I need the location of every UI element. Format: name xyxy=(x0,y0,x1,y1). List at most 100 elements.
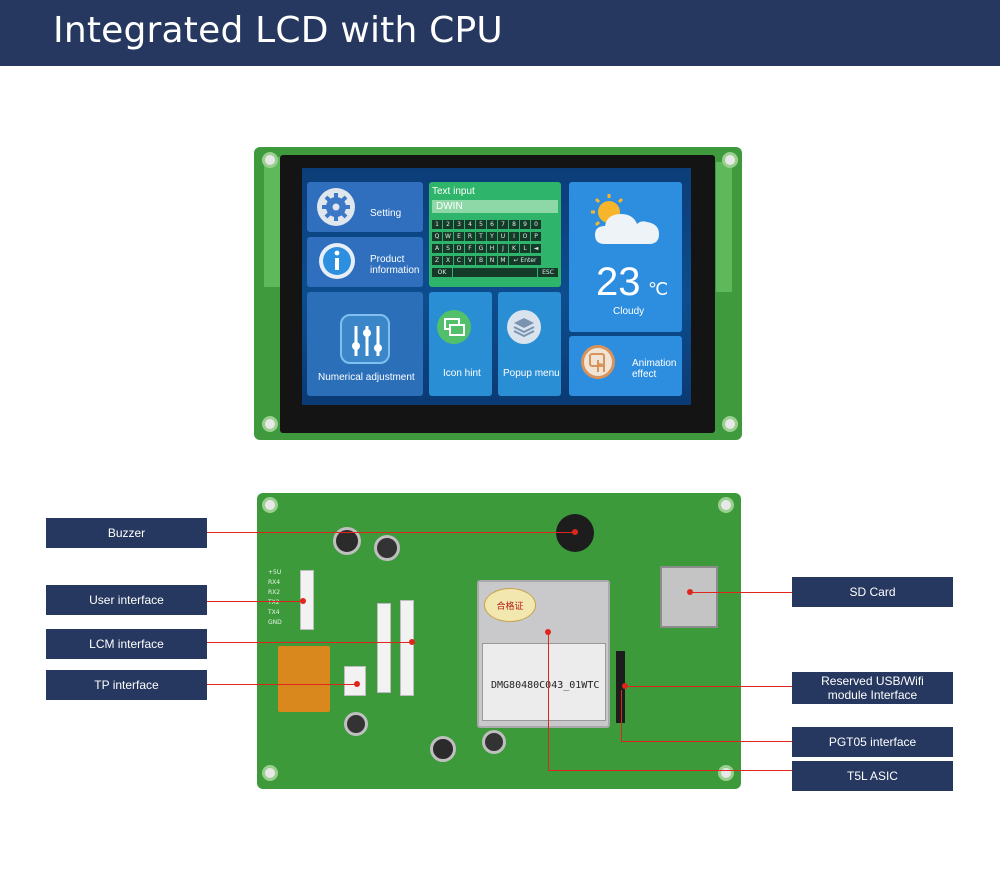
key[interactable]: 5 xyxy=(476,220,486,229)
animation-effect-tile[interactable]: Animation effect xyxy=(569,336,682,396)
callout-dot xyxy=(354,681,360,687)
callout-dot xyxy=(572,529,578,535)
callout-pgt05: PGT05 interface xyxy=(792,727,953,757)
key[interactable]: N xyxy=(487,256,497,265)
key[interactable]: Z xyxy=(432,256,442,265)
key[interactable]: 2 xyxy=(443,220,453,229)
key[interactable]: S xyxy=(443,244,453,253)
callout-dot xyxy=(545,629,551,635)
mount-hole xyxy=(262,416,278,432)
key[interactable]: A xyxy=(432,244,442,253)
key[interactable]: D xyxy=(454,244,464,253)
key[interactable]: 4 xyxy=(465,220,475,229)
sliders-icon xyxy=(340,314,390,364)
key[interactable]: 8 xyxy=(509,220,519,229)
key[interactable]: V xyxy=(465,256,475,265)
gear-icon xyxy=(317,188,355,226)
key[interactable]: 7 xyxy=(498,220,508,229)
enter-key[interactable]: ↵ Enter xyxy=(509,256,541,265)
backspace-key[interactable]: ◄ xyxy=(531,244,541,253)
callout-sd-card: SD Card xyxy=(792,577,953,607)
callout-buzzer: Buzzer xyxy=(46,518,207,548)
text-input-title: Text input xyxy=(432,186,475,197)
key[interactable]: 6 xyxy=(487,220,497,229)
mount-hole xyxy=(262,765,278,781)
key[interactable]: 3 xyxy=(454,220,464,229)
text-input-field[interactable]: DWIN xyxy=(432,200,558,213)
key[interactable]: E xyxy=(454,232,464,241)
key[interactable]: 0 xyxy=(531,220,541,229)
callout-line xyxy=(548,632,549,771)
key[interactable]: F xyxy=(465,244,475,253)
key[interactable]: K xyxy=(509,244,519,253)
key[interactable]: P xyxy=(531,232,541,241)
chip-sticker: DMG80480C043_01WTC xyxy=(482,643,606,721)
mount-hole xyxy=(718,497,734,513)
cloud-sun-icon xyxy=(587,194,663,251)
key[interactable]: H xyxy=(487,244,497,253)
space-key[interactable] xyxy=(453,268,537,277)
mount-hole xyxy=(262,152,278,168)
pgt05-header xyxy=(616,651,625,723)
capacitor xyxy=(344,712,368,736)
lcm-connector xyxy=(377,603,391,693)
key[interactable]: M xyxy=(498,256,508,265)
key[interactable]: I xyxy=(509,232,519,241)
key[interactable]: X xyxy=(443,256,453,265)
weather-label: Cloudy xyxy=(613,306,645,317)
mount-hole xyxy=(262,497,278,513)
pin-labels: +5U RX4 RX2 TX2 TX4 GND xyxy=(268,569,282,626)
key[interactable]: 9 xyxy=(520,220,530,229)
mount-hole xyxy=(722,416,738,432)
callout-line xyxy=(548,770,792,771)
popup-menu-tile[interactable]: Popup menu xyxy=(498,292,561,396)
chip-model-text: DMG80480C043_01WTC xyxy=(491,680,600,691)
key[interactable]: T xyxy=(476,232,486,241)
icon-hint-label: Icon hint xyxy=(443,368,481,379)
info-icon xyxy=(319,243,355,279)
windows-icon xyxy=(437,310,471,344)
callout-line xyxy=(621,690,622,742)
callout-line xyxy=(621,741,792,742)
weather-tile[interactable]: 23 ℃ Cloudy xyxy=(569,182,682,332)
esc-key[interactable]: ESC xyxy=(538,268,558,277)
key[interactable]: B xyxy=(476,256,486,265)
page-header: Integrated LCD with CPU xyxy=(0,0,1000,66)
callout-dot xyxy=(300,598,306,604)
sd-card-slot xyxy=(660,566,718,628)
key[interactable]: 1 xyxy=(432,220,442,229)
product-info-tile[interactable]: Product information xyxy=(307,237,423,287)
key[interactable]: R xyxy=(465,232,475,241)
key[interactable]: W xyxy=(443,232,453,241)
numerical-adjustment-tile[interactable]: Numerical adjustment xyxy=(307,292,423,396)
key[interactable]: O xyxy=(520,232,530,241)
key[interactable]: Y xyxy=(487,232,497,241)
callout-line xyxy=(207,684,357,685)
icon-hint-tile[interactable]: Icon hint xyxy=(429,292,492,396)
callout-lcm-interface: LCM interface xyxy=(46,629,207,659)
mount-hole xyxy=(722,152,738,168)
key[interactable]: Q xyxy=(432,232,442,241)
callout-line xyxy=(207,532,575,533)
callout-usb-wifi: Reserved USB/Wifi module Interface xyxy=(792,672,953,704)
certification-sticker: 合格证 xyxy=(484,588,536,622)
key[interactable]: L xyxy=(520,244,530,253)
key[interactable]: C xyxy=(454,256,464,265)
ok-key[interactable]: OK xyxy=(432,268,452,277)
mount-hole xyxy=(718,765,734,781)
key[interactable]: J xyxy=(498,244,508,253)
callout-line xyxy=(207,601,303,602)
key[interactable]: U xyxy=(498,232,508,241)
key[interactable]: G xyxy=(476,244,486,253)
callout-tp-interface: TP interface xyxy=(46,670,207,700)
inductor xyxy=(430,736,456,762)
setting-tile[interactable]: Setting xyxy=(307,182,423,232)
setting-label: Setting xyxy=(370,208,402,219)
callout-dot xyxy=(622,683,628,689)
popup-label: Popup menu xyxy=(503,368,560,379)
callout-line xyxy=(207,642,412,643)
callout-line xyxy=(625,686,792,687)
